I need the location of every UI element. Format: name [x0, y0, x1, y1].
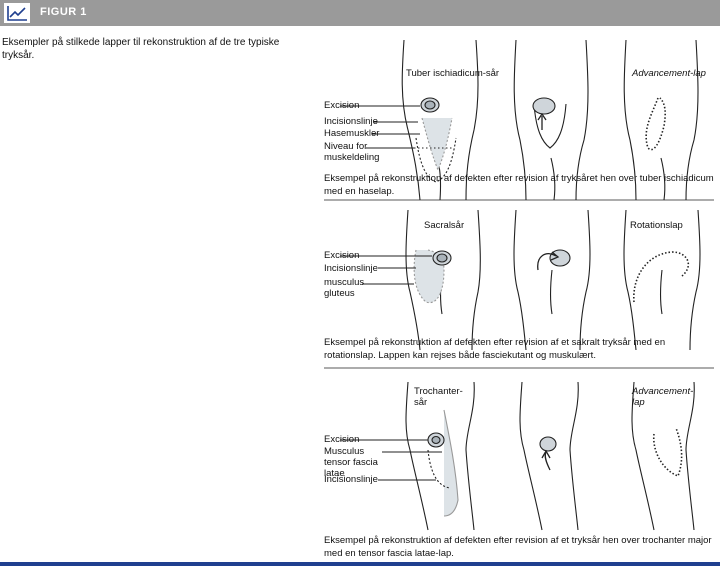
panel-2-top-label-1: Sacralsår [424, 220, 465, 231]
panel-1-label-excision: Excision [324, 100, 360, 111]
figure-title: FIGUR 1 [40, 6, 87, 18]
panel-2-label-excision: Excision [324, 250, 360, 261]
anatomy-drawings [324, 39, 714, 531]
panel-1-drawings [340, 39, 699, 201]
panel-2-drawings [340, 209, 701, 351]
panel-3-label-tensor: Musculus tensor fascia latae [324, 446, 378, 479]
panel-3-top-label-1: Trochanter-sår [414, 386, 463, 408]
panel-3-label-excision: Excision [324, 434, 360, 445]
figure-illustration: Tuber ischiadicum-sår Advancement-lap Ex… [316, 30, 720, 560]
bottom-accent-bar [0, 562, 720, 566]
panel-3-top-label-3: Advancement-lap [632, 386, 694, 408]
figure-header: FIGUR 1 [0, 0, 720, 26]
panel-2-label-gluteus: musculus gluteus [324, 277, 365, 299]
panel-2-top-label-3: Rotationslap [630, 220, 683, 231]
panel-2-label-incision: Incisionslinje [324, 263, 378, 274]
panel-1-top-label-1: Tuber ischiadicum-sår [406, 68, 500, 79]
panel-1-label-incision: Incisionslinje [324, 116, 378, 127]
panel-1-label-level: Niveau for muskeldeling [324, 141, 380, 163]
panel-3-drawings [340, 381, 695, 531]
panel-3-text: Eksempel på rekonstruktion af defekten e… [324, 535, 712, 559]
panel-1-label-hamstrings: Hasemuskler [324, 128, 380, 139]
panel-1-text: Eksempel på rekonstruktion af defekten e… [324, 173, 714, 197]
panel-2-text: Eksempel på rekonstruktion af defekten e… [324, 337, 666, 361]
line-chart-icon [4, 3, 30, 23]
panel-1-top-label-3: Advancement-lap [632, 68, 706, 79]
panel-3-label-incision: Incisionslinje [324, 474, 378, 485]
figure-caption: Eksempler på stilkede lapper til rekonst… [2, 37, 280, 61]
